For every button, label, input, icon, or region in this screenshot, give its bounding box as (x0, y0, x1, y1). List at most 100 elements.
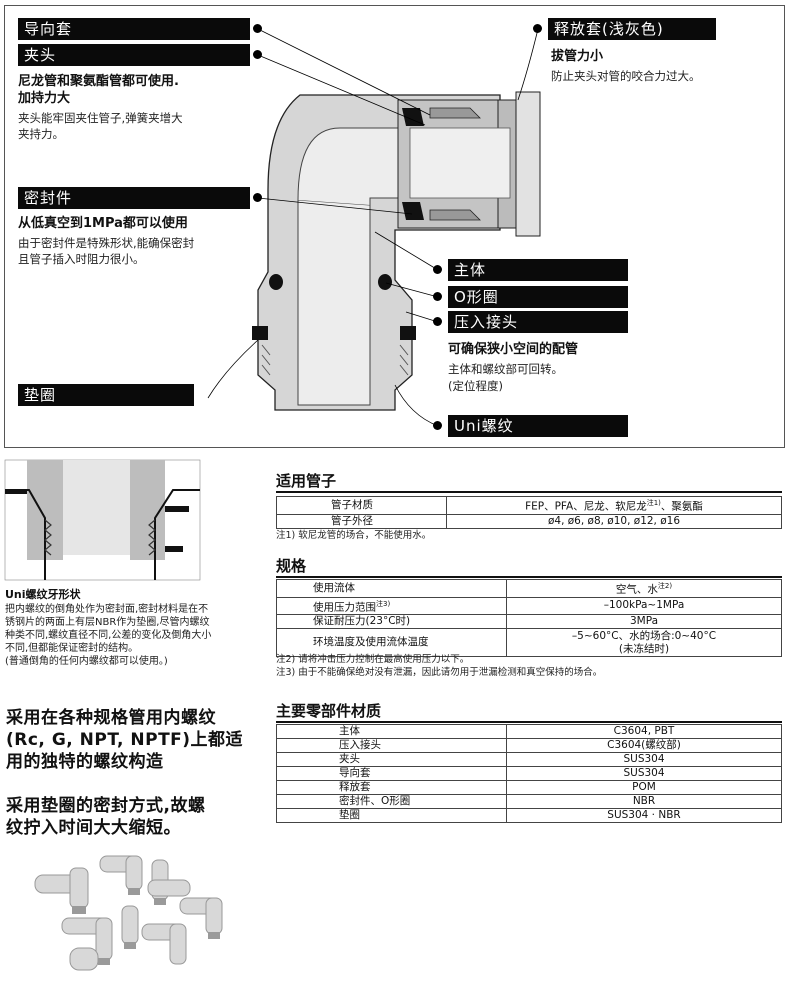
table-cell: SUS304 · NBR (506, 808, 782, 823)
footnote-ref: 注1) (646, 499, 661, 507)
table-row: 环境温度及使用流体温度 –5~60°C、水的场合:0~40°C(未冻结时) (276, 628, 782, 657)
thread-line-4: 不同,但都能保证密封的结构。 (5, 643, 139, 654)
feature-1-line-3: 用的独特的螺纹构造 (6, 752, 164, 772)
leader-dot (253, 50, 262, 59)
table-row: 管子外径 ø4, ø6, ø8, ø10, ø12, ø16 (276, 513, 782, 529)
table-row: 保证耐压力(23°C时) 3MPa (276, 614, 782, 629)
release-title: 拔管力小 (551, 49, 604, 64)
spec-value-2: (未冻结时) (618, 642, 670, 655)
spec-value: –5~60°C、水的场合:0~40°C (571, 629, 717, 642)
chuck-title: 尼龙管和聚氨酯管都可使用. (18, 74, 179, 89)
table-cell: 导向套 (276, 766, 507, 781)
fitting-section-drawing (207, 28, 541, 427)
spec-key: 环境温度及使用流体温度 (313, 636, 429, 648)
leader-dot (433, 317, 442, 326)
table-cell: 夹头 (276, 752, 507, 767)
section-rule (276, 491, 782, 493)
label-seal: 密封件 (18, 187, 250, 209)
table-cell: 释放套 (276, 780, 507, 795)
seal-title: 从低真空到1MPa都可以使用 (18, 216, 188, 231)
tubes-title: 适用管子 (276, 472, 337, 490)
label-chuck: 夹头 (18, 44, 250, 66)
footnote-ref: 注3) (376, 599, 391, 608)
table-cell: SUS304 (506, 766, 782, 781)
tubes-note: 注1) 软尼龙管的场合，不能使用水。 (276, 530, 432, 541)
table-cell: 密封件、O形圈 (276, 794, 507, 809)
tubes-table: 管子材质 FEP、PFA、尼龙、软尼龙注1)、聚氨酯 管子外径 ø4, ø6, … (276, 496, 782, 529)
table-cell: –100kPa~1MPa (506, 596, 782, 615)
chuck-desc: 夹头能牢固夹住管子,弹簧夹增大 (18, 111, 183, 125)
table-row: 使用压力范围注3) –100kPa~1MPa (276, 596, 782, 615)
press-desc-2: (定位程度) (448, 379, 503, 393)
table-cell: 空气、水注2) (506, 579, 782, 598)
leader-dot (253, 193, 262, 202)
leader-dot (253, 24, 262, 33)
feature-1-line-2: (Rc, G, NPT, NPTF)上都适 (6, 730, 244, 750)
chuck-desc-2: 夹持力。 (18, 127, 64, 141)
table-cell: 保证耐压力(23°C时) (276, 614, 507, 629)
specs-note-3: 注3) 由于不能确保绝对没有泄漏，因此请勿用于泄漏检测和真空保持的场合。 (276, 667, 603, 678)
table-row: 使用流体 空气、水注2) (276, 579, 782, 598)
tube-material-text-2: 、聚氨酯 (660, 500, 703, 513)
table-cell: NBR (506, 794, 782, 809)
release-desc: 防止夹头对管的咬合力过大。 (551, 69, 701, 83)
table-cell: FEP、PFA、尼龙、软尼龙注1)、聚氨酯 (446, 496, 782, 515)
thread-title: Uni螺纹牙形状 (5, 588, 81, 601)
label-press: 压入接头 (448, 311, 628, 333)
press-title: 可确保狭小空间的配管 (448, 342, 579, 357)
tube-material-text: FEP、PFA、尼龙、软尼龙 (525, 500, 647, 513)
table-cell: 3MPa (506, 614, 782, 629)
table-cell: C3604, PBT (506, 724, 782, 739)
table-row: 管子材质 FEP、PFA、尼龙、软尼龙注1)、聚氨酯 (276, 496, 782, 515)
leader-dot (433, 265, 442, 274)
spec-value: –100kPa~1MPa (603, 599, 685, 612)
feature-2-line-1: 采用垫圈的密封方式,故螺 (6, 796, 206, 816)
table-cell: 使用压力范围注3) (276, 596, 507, 615)
product-photo (34, 855, 223, 971)
label-guide: 导向套 (18, 18, 250, 40)
table-cell: 管子外径 (276, 513, 447, 529)
table-cell: SUS304 (506, 752, 782, 767)
table-cell: C3604(螺纹部) (506, 738, 782, 753)
thread-line-2: 锈钢片的两面上有层NBR作为垫圈,尽管内螺纹 (5, 617, 210, 628)
spec-key: 保证耐压力(23°C时) (313, 615, 411, 627)
footnote-ref: 注2) (657, 582, 673, 590)
section-rule (276, 576, 782, 578)
table-cell: –5~60°C、水的场合:0~40°C(未冻结时) (506, 628, 782, 657)
press-desc: 主体和螺纹部可回转。 (448, 362, 563, 376)
spec-value: 空气、水 (615, 583, 658, 596)
label-oring: O形圈 (448, 286, 628, 308)
specs-table: 使用流体 空气、水注2) 使用压力范围注3) –100kPa~1MPa 保证耐压… (276, 579, 782, 657)
label-body: 主体 (448, 259, 628, 281)
table-cell: ø4, ø6, ø8, ø10, ø12, ø16 (446, 513, 782, 529)
specs-title: 规格 (276, 557, 307, 575)
table-cell: 垫圈 (276, 808, 507, 823)
seal-desc-2: 且管子插入时阻力很小。 (18, 252, 145, 266)
table-cell: 压入接头 (276, 738, 507, 753)
label-release: 释放套(浅灰色) (548, 18, 716, 40)
leader-dot (433, 292, 442, 301)
table-cell: 使用流体 (276, 579, 507, 598)
spec-key: 使用压力范围 (313, 601, 376, 613)
thread-detail-drawing (4, 459, 201, 581)
section-rule (276, 721, 782, 723)
feature-2-line-2: 纹拧入时间大大缩短。 (6, 818, 181, 838)
table-cell: 环境温度及使用流体温度 (276, 628, 507, 657)
specs-note-2: 注2) 请将冲击压力控制在最高使用压力以下。 (276, 654, 470, 665)
thread-line-1: 把内螺纹的倒角处作为密封面,密封材料是在不 (5, 604, 209, 615)
table-cell: 主体 (276, 724, 507, 739)
leader-dot (533, 24, 542, 33)
thread-line-5: (普通倒角的任何内螺纹都可以使用。) (5, 656, 168, 667)
table-cell: POM (506, 780, 782, 795)
table-cell: 管子材质 (276, 496, 447, 515)
spec-value: 3MPa (629, 615, 659, 627)
materials-title: 主要零部件材质 (276, 702, 382, 720)
label-uni: Uni螺纹 (448, 415, 628, 437)
